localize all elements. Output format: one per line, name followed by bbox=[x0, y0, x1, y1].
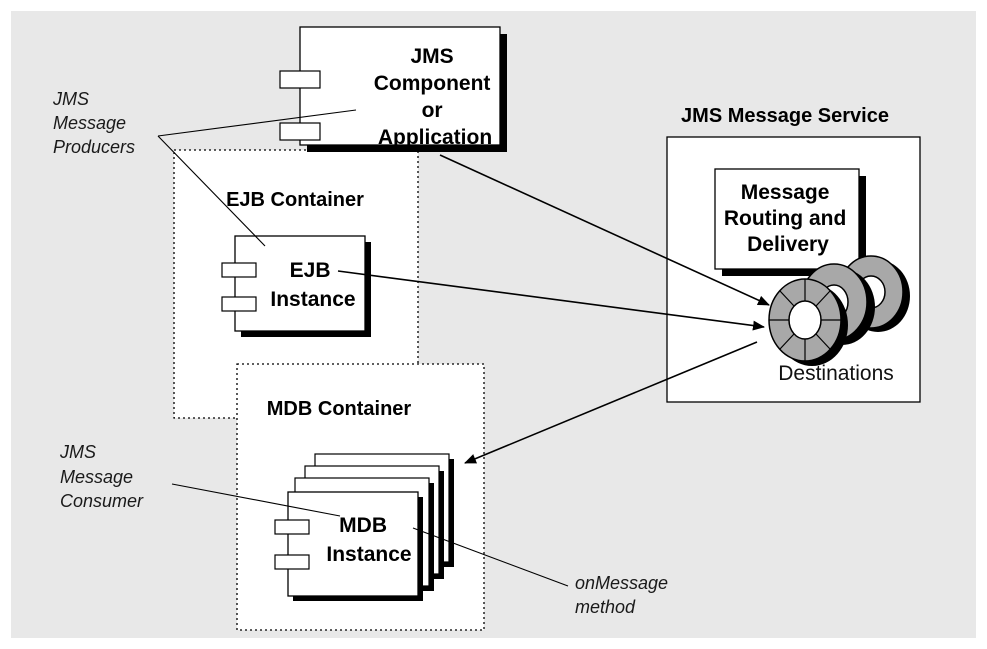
producers-label-line-2: Message bbox=[53, 113, 126, 133]
jms-component-line-4: Application bbox=[378, 126, 492, 149]
ejb-port-top bbox=[221, 262, 257, 278]
producers-label-line-3: Producers bbox=[53, 137, 135, 157]
producers-label-line-1: JMS bbox=[52, 89, 89, 109]
mdb-port-top bbox=[274, 519, 310, 535]
jms-message-service-title: JMS Message Service bbox=[681, 105, 889, 127]
svg-text:Message Routing and: Message Routing and Delivery bbox=[724, 181, 852, 256]
jms-message-service: JMS Message Service Message Routing and … bbox=[666, 105, 921, 403]
arrow-component-to-destination bbox=[439, 154, 770, 306]
arrow-ejb-to-destination bbox=[337, 270, 765, 331]
ejb-instance-line-2: Instance bbox=[270, 288, 355, 311]
mdb-instance-line-2: Instance bbox=[326, 543, 411, 566]
svg-text:MDB Instance: MDB Instance bbox=[326, 514, 411, 566]
svg-text:JMS Component or: JMS Component or Application bbox=[374, 45, 497, 149]
message-routing-line-3: Delivery bbox=[747, 233, 829, 256]
mdb-instance-line-1: MDB bbox=[339, 514, 387, 537]
svg-text:JMS Message Producers: JMS Message Producers bbox=[52, 89, 135, 157]
jms-component-line-3: or bbox=[422, 99, 443, 122]
onmessage-label-line-1: onMessage bbox=[575, 573, 668, 593]
consumer-label-line-3: Consumer bbox=[60, 491, 144, 511]
ejb-instance-line-1: EJB bbox=[290, 259, 331, 282]
arrow-destination-to-mdb bbox=[464, 341, 758, 464]
producers-leader-to-ejb bbox=[157, 135, 266, 247]
message-routing-box: Message Routing and Delivery bbox=[714, 168, 866, 276]
component-port-top bbox=[279, 70, 321, 89]
jms-component-box: JMS Component or Application bbox=[279, 26, 507, 152]
message-routing-line-2: Routing and bbox=[724, 207, 846, 230]
onmessage-leader bbox=[412, 527, 569, 587]
consumer-leader bbox=[171, 483, 341, 517]
jms-component-line-2: Component bbox=[374, 72, 491, 95]
ejb-instance-box: EJB Instance bbox=[221, 235, 371, 337]
onmessage-label-line-2: method bbox=[575, 597, 636, 617]
ejb-port-bottom bbox=[221, 296, 257, 312]
producers-leader-to-component bbox=[157, 109, 357, 137]
jms-component-line-1: JMS bbox=[410, 45, 453, 68]
mdb-instance-stack: MDB Instance bbox=[274, 453, 454, 601]
svg-text:EJB Instance: EJB Instance bbox=[270, 259, 355, 311]
destination-ring-front bbox=[768, 278, 848, 366]
component-port-bottom bbox=[279, 122, 321, 141]
mdb-port-bottom bbox=[274, 554, 310, 570]
message-routing-line-1: Message bbox=[741, 181, 830, 204]
svg-text:JMS Message Consumer: JMS Message Consumer bbox=[59, 442, 144, 511]
ejb-container-title: EJB Container bbox=[226, 189, 364, 211]
svg-text:onMessage method: onMessage method bbox=[575, 573, 673, 617]
destinations-label: Destinations bbox=[778, 362, 894, 385]
mdb-container-title: MDB Container bbox=[267, 398, 412, 420]
consumer-label-line-1: JMS bbox=[59, 442, 96, 462]
consumer-label-line-2: Message bbox=[60, 467, 133, 487]
